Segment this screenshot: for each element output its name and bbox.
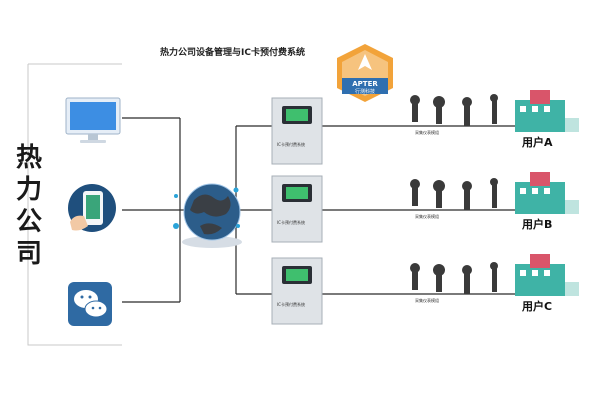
collect-label: 采集仪表模组	[415, 130, 439, 135]
diagram-title: 热力公司设备管理与IC卡预付费系统	[160, 48, 305, 58]
user-c-label: 用户C	[522, 300, 553, 313]
wechat-icon	[68, 282, 112, 326]
meter-devices-b	[410, 178, 498, 210]
cabinet-connectors	[235, 125, 272, 295]
globe-icon	[173, 183, 242, 248]
smartphone-icon	[68, 184, 116, 232]
cabinet-a	[271, 97, 323, 165]
apter-logo	[337, 44, 393, 102]
user-b-label: 用户B	[522, 218, 553, 231]
logo-sub: 行测科技	[354, 89, 375, 95]
company-label: 热 力 公 司	[14, 142, 44, 270]
company-char: 公	[15, 207, 42, 237]
building-icon-c	[515, 254, 579, 296]
cabinet-panel-label: IC卡预付费系统	[277, 220, 305, 225]
company-frame	[27, 64, 122, 346]
user-a-label: 用户A	[522, 136, 553, 149]
collect-label: 采集仪表模组	[415, 214, 439, 219]
building-icon-b	[515, 172, 579, 214]
collect-label: 采集仪表模组	[415, 298, 439, 303]
company-char: 力	[15, 175, 42, 205]
cabinet-c	[271, 257, 323, 325]
meter-devices-c	[410, 262, 498, 294]
meter-devices-a	[410, 94, 498, 126]
company-char: 司	[15, 239, 42, 269]
cabinet-b	[271, 175, 323, 243]
cabinet-panel-label: IC卡预付费系统	[277, 302, 305, 307]
user-connectors	[322, 125, 520, 295]
computer-monitor-icon	[65, 97, 121, 143]
cabinet-panel-label: IC卡预付费系统	[277, 142, 305, 147]
logo-brand: APTER	[352, 80, 378, 88]
company-char: 热	[15, 143, 42, 173]
building-icon-a	[515, 90, 579, 132]
